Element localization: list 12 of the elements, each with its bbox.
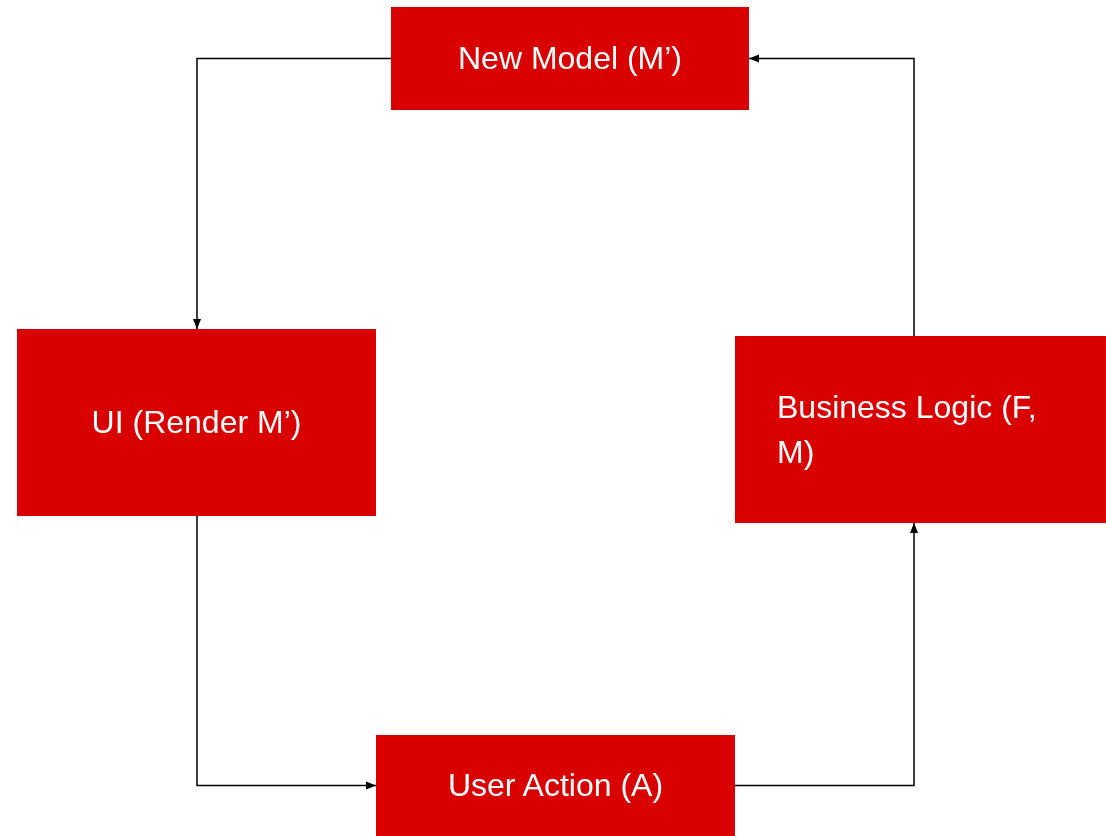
- arrow: [734, 522, 918, 787]
- process-box: [391, 7, 749, 110]
- box-label: User Action (A): [447, 766, 664, 806]
- arrow: [748, 54, 915, 337]
- box-label: New Model (M’): [458, 39, 682, 79]
- process-box: [735, 336, 1106, 523]
- arrow: [193, 57, 392, 330]
- process-box: [376, 735, 735, 836]
- arrow: [196, 515, 377, 790]
- box-label: Business Logic (F, M): [777, 388, 1038, 472]
- process-box: [17, 329, 376, 516]
- box-label: UI (Render M’): [91, 403, 302, 443]
